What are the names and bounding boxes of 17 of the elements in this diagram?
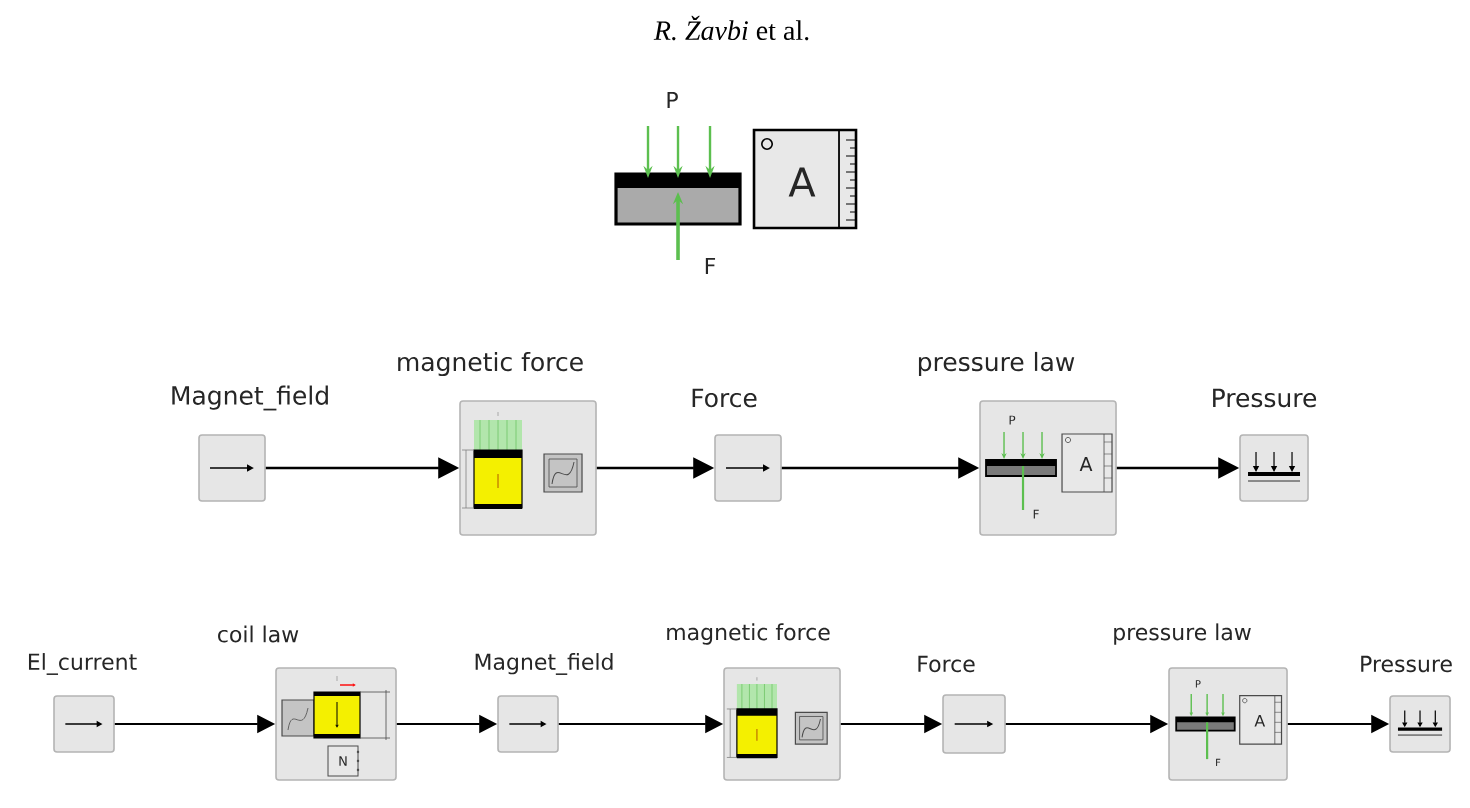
block-label: pressure law <box>918 351 1075 377</box>
block-label: El_current <box>29 653 137 675</box>
letter-label: A <box>788 167 816 197</box>
block-label: pressure law <box>1114 623 1251 645</box>
letter-label: P <box>667 92 678 108</box>
block-label: Force <box>692 388 757 408</box>
running-header: R. Žavbi et al. <box>653 15 809 41</box>
block-label: coil law <box>218 625 299 643</box>
block-label: magnetic force <box>667 623 830 645</box>
block-label: Force <box>918 655 975 673</box>
block-label: magnetic force <box>398 351 583 377</box>
block-label: Pressure <box>1213 388 1317 408</box>
letter-label: A <box>1079 457 1093 471</box>
block-label: Magnet_field <box>475 653 613 675</box>
block-label: Magnet_field <box>172 385 328 411</box>
letter-label: F <box>705 258 716 274</box>
block-label: Pressure <box>1361 655 1452 673</box>
